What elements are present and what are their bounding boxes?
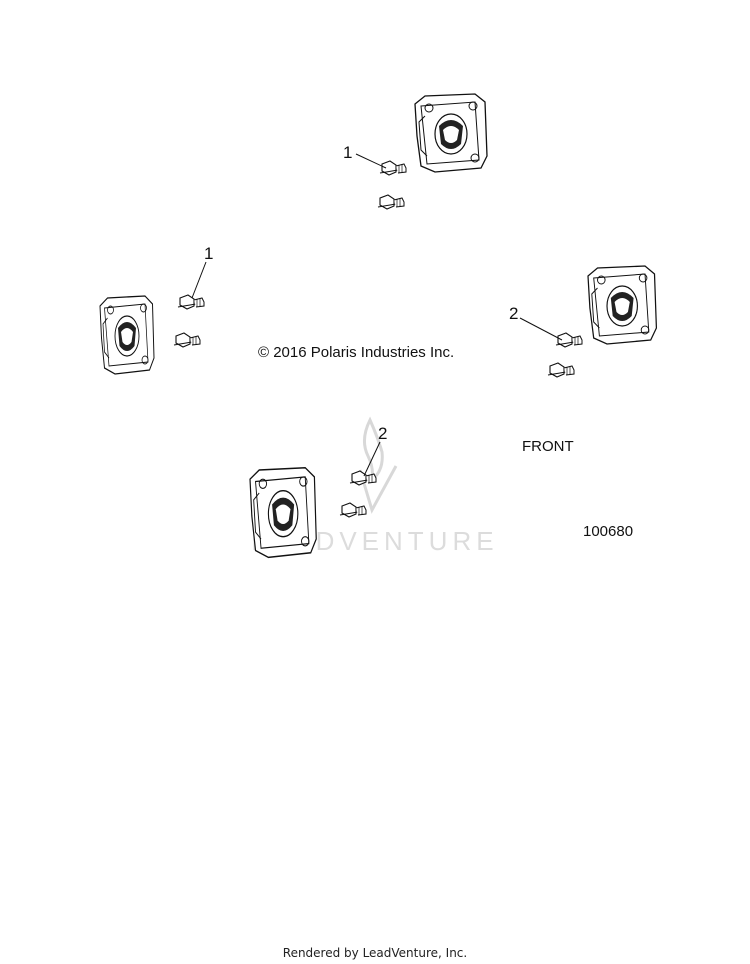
footer-credit: Rendered by LeadVenture, Inc. xyxy=(282,946,468,960)
caliper-top xyxy=(414,93,488,173)
leader-line xyxy=(191,261,207,299)
bolt-top-2 xyxy=(377,194,405,210)
bolt-right-2 xyxy=(547,362,575,378)
bolt-top-1 xyxy=(379,160,407,176)
leader-line xyxy=(355,153,387,169)
callout-2-bottom: 2 xyxy=(378,424,388,443)
leader-line xyxy=(363,441,381,477)
front-label: FRONT xyxy=(522,438,574,455)
leader-lines xyxy=(191,153,563,477)
bolt-left-1 xyxy=(177,294,205,310)
copyright-text: © 2016 Polaris Industries Inc. xyxy=(258,344,455,361)
callout-1-left: 1 xyxy=(204,244,214,263)
callout-1-top: 1 xyxy=(343,143,353,162)
caliper-left xyxy=(99,295,155,375)
caliper-bottom xyxy=(249,466,317,559)
bolt-left-2 xyxy=(173,332,201,348)
callout-2-right: 2 xyxy=(509,304,519,323)
figure-number: 100680 xyxy=(583,523,634,540)
leader-line xyxy=(519,317,563,341)
caliper-right xyxy=(587,265,658,345)
bolt-right-1 xyxy=(555,332,583,348)
bolt-bottom-2 xyxy=(339,502,367,518)
